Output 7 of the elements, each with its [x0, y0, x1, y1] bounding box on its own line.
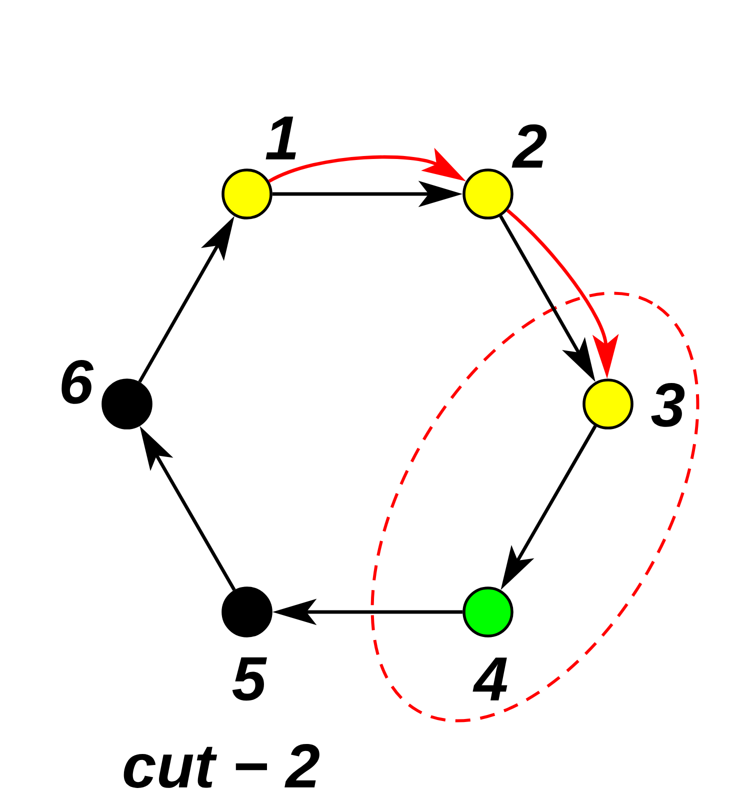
vertex-number: 5 — [232, 657, 267, 701]
vertex-number: 6 — [62, 360, 94, 404]
vertex-number: 3 — [651, 383, 685, 427]
vertex-number: 4 — [472, 658, 508, 700]
vertex-number: 1 — [266, 116, 296, 160]
vertex-number: 2 — [512, 124, 547, 168]
caption: cut − 2 — [124, 744, 320, 788]
